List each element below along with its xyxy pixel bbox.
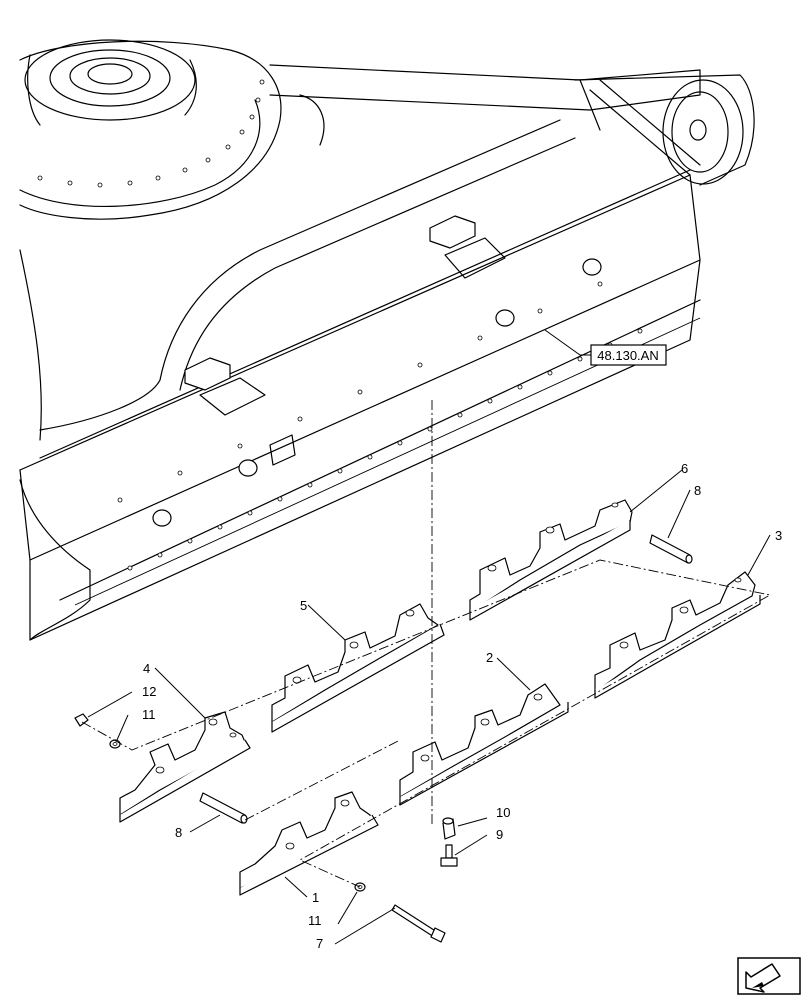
reference-label[interactable]: 48.130.AN [597, 348, 658, 363]
track-guard-part-3 [594, 571, 761, 699]
pin-part-8-lower [199, 792, 248, 824]
callout-11-upper: 11 [142, 707, 156, 722]
frame-bolt-holes [117, 281, 643, 571]
callout-6: 6 [681, 461, 688, 476]
callout-4: 4 [143, 661, 150, 676]
leader-lines [87, 329, 771, 945]
track-guard-part-1 [239, 791, 379, 896]
callout-2: 2 [486, 650, 493, 665]
reference-section-link[interactable]: 48.130.AN [590, 344, 667, 366]
callout-3: 3 [775, 528, 782, 543]
callout-7: 7 [316, 936, 323, 951]
bolt-part-12 [74, 713, 89, 727]
track-guard-part-2 [399, 683, 569, 806]
callout-10: 10 [496, 805, 510, 820]
bolt-part-9 [440, 844, 458, 867]
track-guard-part-6 [469, 499, 633, 621]
bolt-part-7 [391, 904, 446, 943]
callout-8-lower: 8 [175, 825, 182, 840]
callout-1: 1 [312, 890, 319, 905]
slewing-ring-bolts [37, 79, 265, 188]
track-guard-part-5 [271, 603, 445, 733]
callout-5: 5 [300, 598, 307, 613]
pin-part-8-upper [649, 534, 693, 564]
washer-part-11-upper [109, 739, 121, 749]
arrow-next-page-icon[interactable] [737, 957, 801, 995]
callout-12: 12 [142, 684, 156, 699]
callout-11-lower: 11 [308, 913, 322, 928]
callout-9: 9 [496, 827, 503, 842]
track-guard-part-4 [119, 711, 251, 823]
alignment-lines [81, 400, 772, 888]
spacer-part-10 [442, 817, 456, 840]
callout-8-upper: 8 [694, 483, 701, 498]
track-frame [19, 39, 755, 641]
callout-labels: 6 8 3 5 2 4 12 11 8 10 9 1 11 7 [142, 461, 782, 951]
